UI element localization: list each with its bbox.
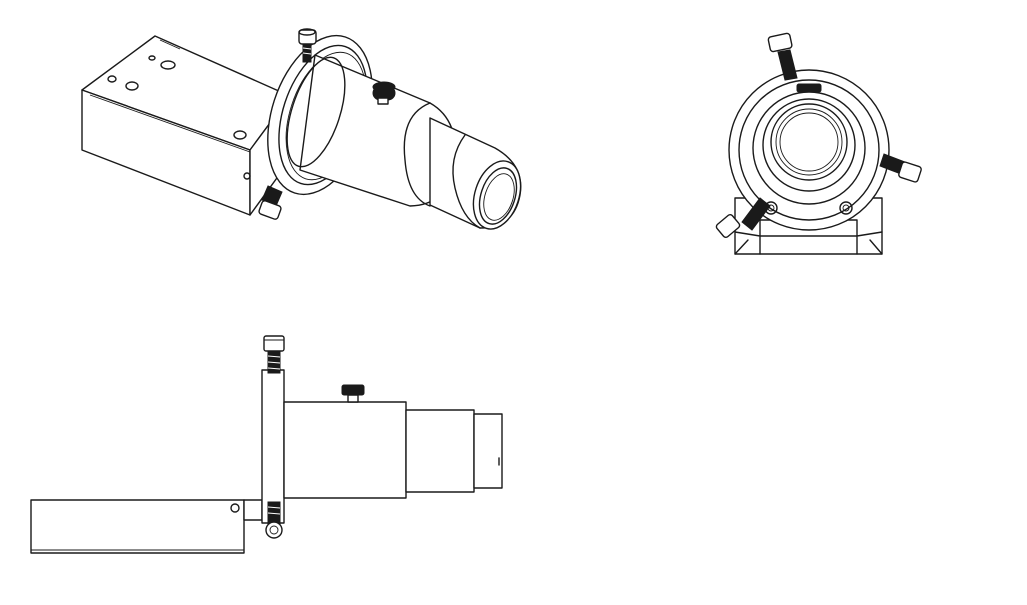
mounting-hole bbox=[160, 60, 176, 70]
top-adjustment-screw bbox=[298, 28, 317, 63]
mounting-hole bbox=[243, 172, 251, 180]
mounting-hole bbox=[107, 75, 117, 83]
thumb-screw bbox=[372, 81, 396, 105]
thumb-screw bbox=[341, 384, 365, 403]
bottom-adjustment-screw bbox=[258, 185, 283, 220]
isometric-view bbox=[81, 28, 522, 230]
mounting-base-block bbox=[81, 35, 291, 216]
mounting-ring bbox=[261, 369, 285, 524]
mounting-hole bbox=[233, 130, 247, 140]
left-adjustment-screw bbox=[715, 197, 771, 239]
side-view bbox=[30, 335, 503, 554]
thumb-screw bbox=[796, 83, 822, 93]
draw-tube bbox=[473, 413, 503, 489]
mounting-hole bbox=[230, 503, 240, 513]
bottom-adjustment-screw bbox=[265, 501, 283, 539]
focuser-tube bbox=[405, 409, 475, 493]
mounting-base-block bbox=[30, 499, 263, 554]
front-view bbox=[715, 32, 922, 255]
ring-bolt bbox=[839, 201, 853, 215]
mounting-hole bbox=[125, 81, 139, 91]
draw-tube bbox=[429, 117, 522, 230]
top-adjustment-screw bbox=[263, 335, 285, 374]
mounting-hole bbox=[148, 55, 156, 61]
main-tube bbox=[283, 401, 407, 499]
outer-ring bbox=[728, 69, 890, 231]
right-adjustment-screw bbox=[879, 153, 922, 183]
top-adjustment-screw bbox=[767, 32, 798, 81]
